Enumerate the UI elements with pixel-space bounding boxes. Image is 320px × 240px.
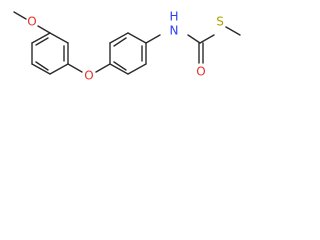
molecule-structure: O O H N O S xyxy=(13,10,241,83)
bond-s-methyl xyxy=(225,26,241,36)
ring2-bond-3 xyxy=(127,32,147,44)
atom-n-amide: N xyxy=(170,24,179,38)
atom-h-amide: H xyxy=(169,10,178,24)
ring2-double-1 xyxy=(113,37,127,47)
ring1-bond-1 xyxy=(49,32,69,44)
bond-ring1-oether xyxy=(67,63,83,73)
structure-canvas: O O H N O S xyxy=(0,0,271,104)
bond-methyl-o xyxy=(13,11,27,20)
ring2-bond-5 xyxy=(127,63,147,75)
atom-o-methoxy: O xyxy=(27,15,36,29)
bond-o-ring1 xyxy=(37,25,51,34)
ring1-bond-4 xyxy=(31,63,51,75)
ring2-double-3 xyxy=(113,61,127,71)
atom-s-thio: S xyxy=(216,15,224,29)
ring1-bond-3 xyxy=(49,63,69,75)
ring2-bond-6 xyxy=(109,63,129,75)
bond-ring2-n xyxy=(145,34,161,44)
atom-o-ether: O xyxy=(84,69,93,83)
bond-c-s xyxy=(199,34,215,44)
ring1-double-2 xyxy=(35,61,49,71)
ring2-bond-2 xyxy=(109,32,129,44)
ring1-bond-6 xyxy=(31,32,51,44)
bond-oether-ring2 xyxy=(95,63,111,73)
bond-n-carbonyl xyxy=(187,34,201,44)
ring1-double-3 xyxy=(35,37,49,46)
atom-o-carbonyl: O xyxy=(196,65,205,79)
